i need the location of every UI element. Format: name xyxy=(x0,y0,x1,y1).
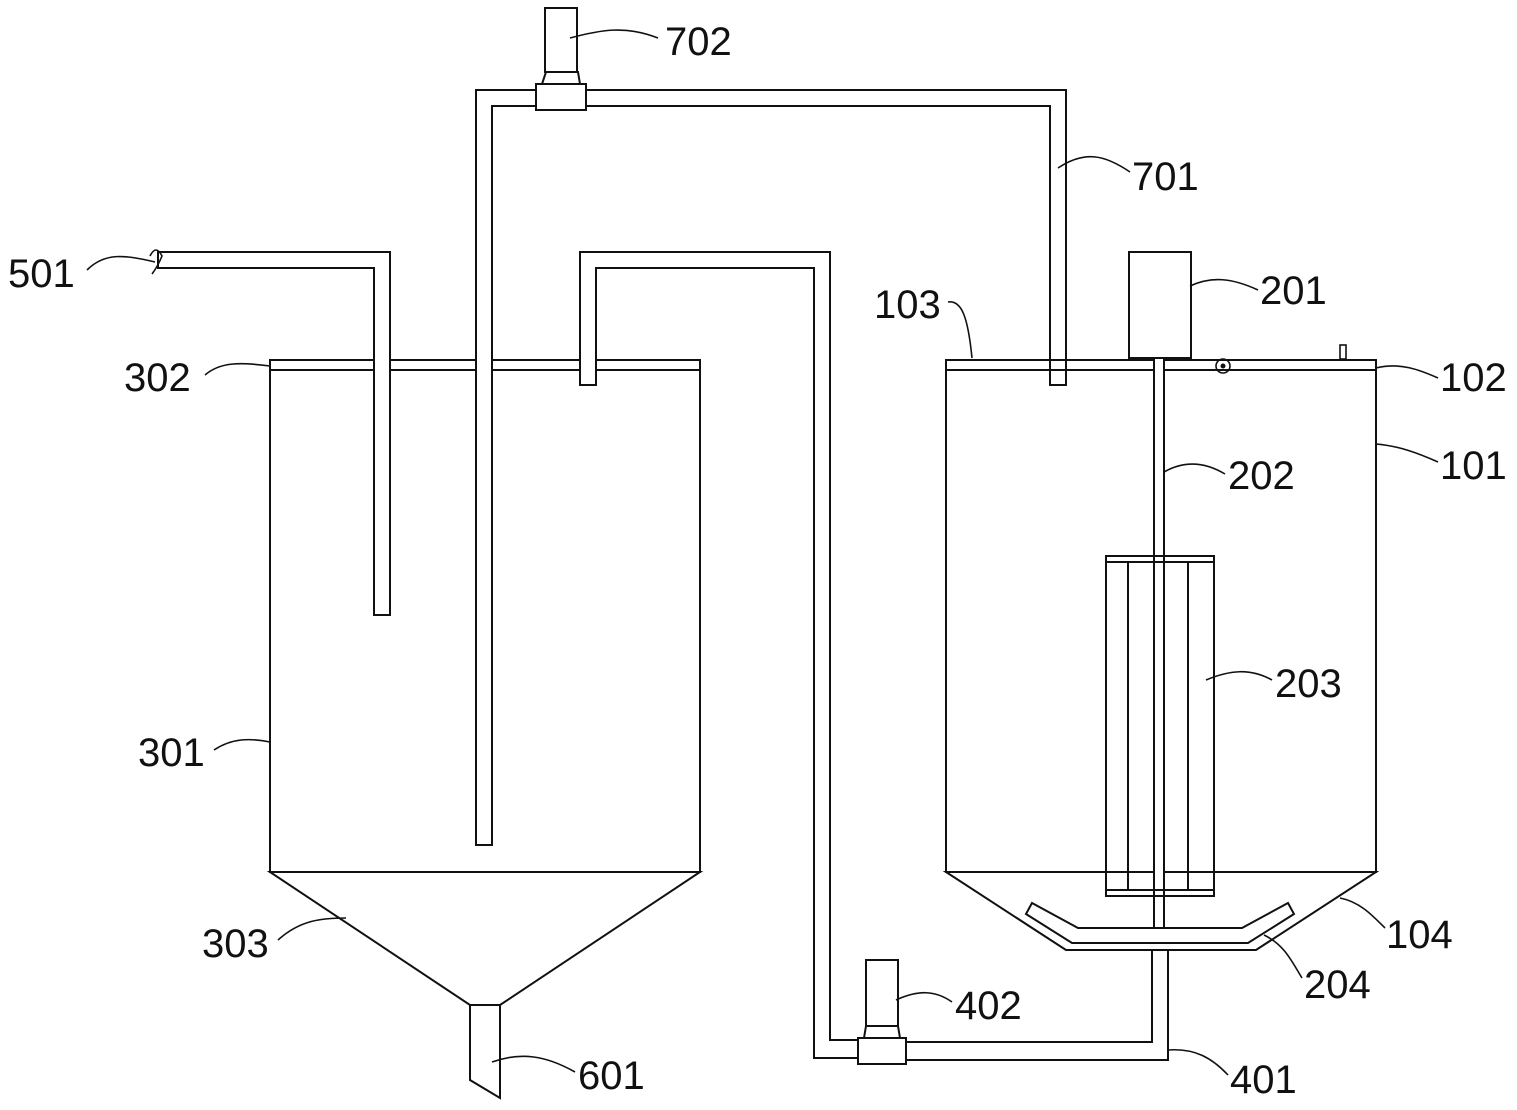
label-402: 402 xyxy=(955,984,1022,1028)
label-101: 101 xyxy=(1440,444,1507,488)
sight-glass-dot xyxy=(1221,364,1226,369)
label-202: 202 xyxy=(1228,454,1295,498)
leader-lines xyxy=(87,30,1438,1075)
label-401: 401 xyxy=(1230,1058,1297,1102)
label-701: 701 xyxy=(1132,155,1199,199)
pump-402 xyxy=(858,960,906,1064)
pump-702 xyxy=(536,8,586,110)
label-501: 501 xyxy=(8,252,75,296)
label-102: 102 xyxy=(1440,356,1507,400)
inlet-pipe xyxy=(158,252,390,615)
stirring-shaft xyxy=(1154,358,1164,930)
recirculation-pipe xyxy=(476,90,1066,845)
label-203: 203 xyxy=(1275,662,1342,706)
label-702: 702 xyxy=(665,20,732,64)
label-104: 104 xyxy=(1386,913,1453,957)
outlet-pipe xyxy=(904,950,1168,1060)
label-201: 201 xyxy=(1260,269,1327,313)
label-303: 303 xyxy=(202,922,269,966)
label-302: 302 xyxy=(124,356,191,400)
left-tank-cone xyxy=(270,872,700,1005)
transfer-pipe xyxy=(580,252,858,1058)
label-301: 301 xyxy=(138,731,205,775)
discharge-pipe xyxy=(470,1005,500,1098)
labels: 702 701 501 302 103 201 102 202 101 203 … xyxy=(8,20,1507,1102)
label-103: 103 xyxy=(874,283,941,327)
label-204: 204 xyxy=(1304,963,1371,1007)
vent-fitting xyxy=(1340,345,1346,359)
label-601: 601 xyxy=(578,1054,645,1098)
motor xyxy=(1129,252,1191,358)
